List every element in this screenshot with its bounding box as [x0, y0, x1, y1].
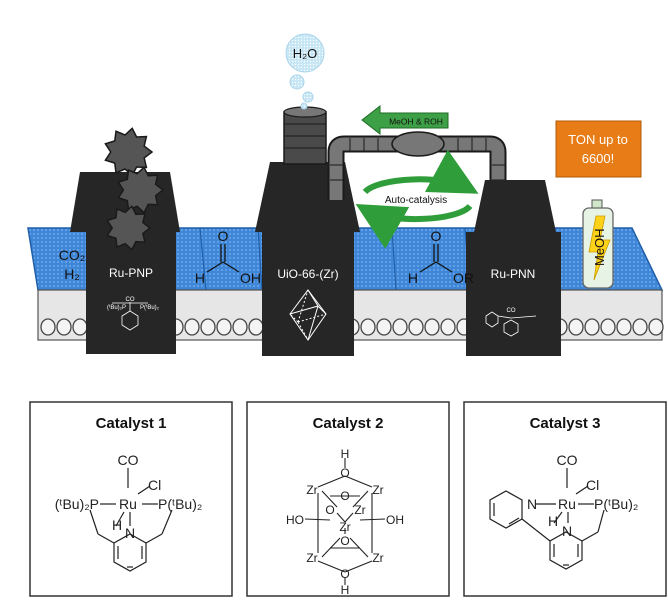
card-title: Catalyst 1 [96, 415, 167, 432]
ester-h: H [408, 270, 418, 286]
atom-h-bottom: H [341, 583, 350, 597]
roller [632, 318, 648, 336]
mini-p-right: P(ᵗBu)₂ [140, 304, 160, 311]
ton-line-1: TON up to [568, 132, 628, 147]
roller [424, 318, 440, 336]
catalyst-card-2: Catalyst 2 H O Zr Zr O Zr O [246, 401, 450, 597]
water-bubbles [285, 33, 325, 110]
atom-oh: OH [386, 513, 404, 527]
ester-o: O [431, 228, 442, 244]
meoh-battery [582, 199, 614, 289]
roller [72, 318, 88, 336]
station-label: Ru-PNN [491, 267, 536, 281]
atom-o-top: O [340, 466, 349, 480]
station-label: UiO-66-(Zr) [277, 267, 338, 281]
chimney [283, 106, 327, 165]
ligand-co: CO [557, 452, 578, 468]
roller [376, 318, 392, 336]
atom-zr-6: Zr [372, 551, 383, 565]
roller [56, 318, 72, 336]
mini-co: CO [507, 308, 516, 314]
ligand-p-right: P(ᵗBu)₂ [158, 496, 202, 512]
octahedron-icon [289, 289, 327, 341]
roller [216, 318, 232, 336]
atom-o-bottom: O [340, 567, 349, 581]
roller [248, 318, 264, 336]
gear-stack [104, 127, 165, 251]
recycle-pipe [327, 131, 507, 200]
roller [40, 318, 56, 336]
mini-structure-pnp [112, 302, 148, 331]
formic-h: H [195, 270, 205, 286]
autocatalysis-cycle [355, 149, 479, 249]
station-ru-pnn: Ru-PNN CO [466, 180, 561, 356]
atom-zr-5: Zr [306, 551, 317, 565]
atom-o-2: O [340, 489, 349, 503]
ton-badge [555, 120, 642, 178]
roller [648, 318, 664, 336]
station-label: Ru-PNP [109, 266, 153, 280]
card-title: Catalyst 2 [313, 415, 384, 432]
metal-ru: Ru [119, 496, 137, 512]
ligand-h: H [548, 513, 558, 529]
roller [568, 318, 584, 336]
ligand-cl: Cl [586, 477, 599, 493]
catalyst-card-1: Catalyst 1 CO Cl Ru H N (ᵗBu)₂P P(ᵗBu)₂ [29, 401, 233, 597]
ligand-h: H [112, 517, 122, 533]
atom-zr-4: Zr [339, 520, 350, 534]
meoh-label: MeOH [592, 228, 607, 266]
ton-line-2: 6600! [582, 151, 615, 166]
mini-co: CO [126, 297, 135, 303]
atom-o-3: O [325, 503, 334, 517]
roller [184, 318, 200, 336]
atom-ho: HO [286, 513, 304, 527]
roller [600, 318, 616, 336]
ligand-n-bottom: N [562, 523, 572, 539]
atom-zr-2: Zr [372, 483, 383, 497]
roller [200, 318, 216, 336]
recycle-label: MeOH & ROH [389, 117, 443, 127]
ligand-n: N [125, 525, 135, 541]
station-ru-pnp: Ru-PNP CO (ᵗBu)₂P P(ᵗBu)₂ [70, 127, 180, 354]
ester-or: OR [453, 270, 474, 286]
gear-icon [106, 205, 152, 251]
roller [232, 318, 248, 336]
water-label: H₂O [293, 46, 318, 61]
ligand-p-right: P(ᵗBu)₂ [594, 496, 638, 512]
ligand-cl: Cl [148, 477, 161, 493]
formic-acid-structure [206, 244, 240, 273]
roller [440, 318, 456, 336]
gear-icon [117, 166, 165, 214]
roller [360, 318, 376, 336]
formic-o: O [218, 228, 229, 244]
autocatalysis-label: Auto-catalysis [385, 195, 447, 206]
mini-structure-pnn [485, 311, 537, 337]
roller [392, 318, 408, 336]
gear-icon [104, 127, 154, 177]
metal-ru: Ru [558, 496, 576, 512]
formic-oh: OH [240, 270, 261, 286]
h2-label: H₂ [64, 266, 80, 282]
catalyst-card-3: Catalyst 3 CO Cl Ru N H N P(ᵗ [463, 401, 667, 597]
ligand-co: CO [118, 452, 139, 468]
roller [408, 318, 424, 336]
atom-zr-3: Zr [354, 503, 365, 517]
atom-o-4: O [340, 534, 349, 548]
roller [616, 318, 632, 336]
recycle-arrow [361, 104, 449, 136]
card-title: Catalyst 3 [530, 415, 601, 432]
mini-p-left: (ᵗBu)₂P [107, 304, 126, 311]
formate-ester-structure [419, 244, 453, 273]
atom-h-top: H [341, 447, 350, 461]
roller [584, 318, 600, 336]
ligand-p-left: (ᵗBu)₂P [55, 496, 99, 512]
co2-label: CO₂ [59, 247, 85, 263]
atom-zr-1: Zr [306, 483, 317, 497]
ligand-n-left: N [527, 496, 537, 512]
